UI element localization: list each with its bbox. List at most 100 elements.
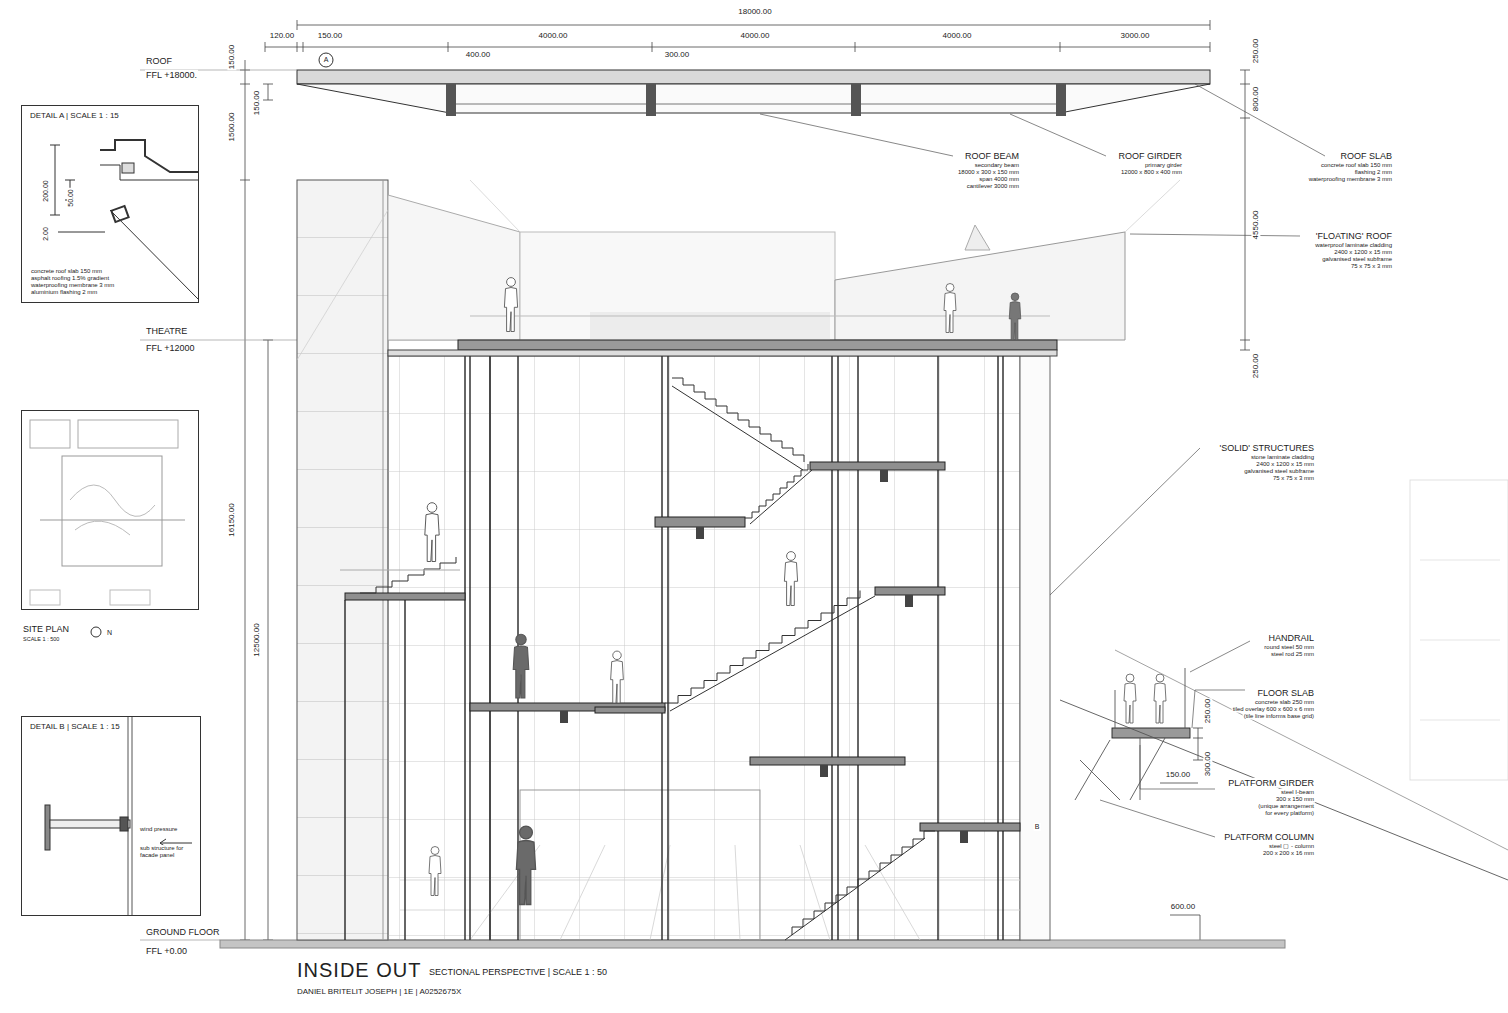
detail-drawings-part bbox=[128, 716, 132, 916]
callout-title: ROOF SLAB bbox=[1339, 151, 1393, 161]
building-section-part-part bbox=[344, 600, 346, 940]
callout-note: for every platform) bbox=[1264, 810, 1315, 817]
external-walkway-part bbox=[1420, 560, 1500, 720]
roof-structure-part bbox=[319, 53, 333, 67]
dimension-text: 18000.00 bbox=[737, 7, 772, 16]
detail-drawings-part bbox=[30, 420, 70, 448]
dimension-lines-part bbox=[240, 60, 250, 940]
people-figures-part bbox=[513, 634, 529, 698]
detail-note: waterproofing membrane 3 mm bbox=[30, 282, 115, 289]
people-figures-part bbox=[1124, 674, 1136, 723]
detail-frame: DETAIL A | SCALE 1 : 15200.0050.002.00co… bbox=[21, 105, 199, 303]
dimension-text: 4000.00 bbox=[740, 31, 771, 40]
callout-note: galvanised steel subframe bbox=[1321, 256, 1393, 263]
detail-note: sub structure for facade panel bbox=[139, 845, 197, 859]
detail-drawings-part bbox=[91, 627, 101, 637]
detail-drawings-part bbox=[45, 805, 50, 850]
leader-lines-part bbox=[1100, 800, 1215, 837]
building-section-part-part bbox=[672, 378, 804, 462]
building-section-part-part bbox=[837, 356, 839, 940]
detail-dimension: 2.00 bbox=[42, 226, 50, 242]
building-section-part-part bbox=[560, 845, 605, 940]
people-figures-part bbox=[429, 847, 441, 896]
building-section-part-part bbox=[661, 356, 663, 940]
detail-drawings-part bbox=[120, 817, 128, 831]
level-label: ROOF bbox=[145, 56, 173, 66]
level-label: FFL +18000. bbox=[145, 70, 198, 80]
north-mark: N bbox=[106, 629, 113, 637]
callout-note: flashing 2 mm bbox=[1354, 169, 1393, 176]
building-section-part-part bbox=[400, 910, 1020, 911]
author-credit: DANIEL BRITELIT JOSEPH | 1E | A0252675X bbox=[296, 987, 462, 996]
building-section-part-part bbox=[960, 831, 968, 843]
leader-lines-part bbox=[1050, 448, 1200, 595]
level-label: FFL +0.00 bbox=[145, 946, 188, 956]
external-walkway-part bbox=[1115, 668, 1185, 728]
detail-drawings-part bbox=[78, 420, 178, 448]
dimension-text: 16150.00 bbox=[227, 502, 236, 537]
detail-drawings-part bbox=[110, 590, 150, 605]
dimension-text: 250.00 bbox=[1251, 353, 1260, 379]
leader-lines-part bbox=[470, 180, 1180, 232]
dimension-lines-part bbox=[297, 20, 1210, 30]
level-label: THEATRE bbox=[145, 326, 188, 336]
callout-title: 'SOLID' STRUCTURES bbox=[1219, 443, 1315, 453]
callout-note: 2400 x 1200 x 15 mm bbox=[1255, 461, 1315, 468]
external-walkway-part bbox=[1060, 700, 1508, 880]
callout-note: secondary beam bbox=[974, 162, 1020, 169]
building-section-part-part bbox=[696, 527, 704, 539]
callout-note: (tile line informs base grid) bbox=[1243, 713, 1315, 720]
callout-title: FLOOR SLAB bbox=[1256, 688, 1315, 698]
dimension-text: 12500.00 bbox=[252, 622, 261, 657]
building-section-part bbox=[297, 180, 388, 940]
building-section-part-part bbox=[672, 386, 803, 470]
building-section-part-part bbox=[997, 356, 999, 940]
detail-note: asphalt roofing 1.5% gradient bbox=[30, 275, 110, 282]
dimension-text: 1500.00 bbox=[227, 112, 236, 143]
building-section-part-part bbox=[360, 557, 456, 593]
leader-lines-part bbox=[1140, 745, 1215, 789]
building-section-part bbox=[520, 232, 835, 340]
detail-note: wind pressure bbox=[139, 826, 178, 833]
callout-title: HANDRAIL bbox=[1267, 633, 1315, 643]
level-lines-part bbox=[140, 940, 220, 941]
leader-lines-part bbox=[1195, 84, 1325, 156]
callout-note: steel ▢ - column bbox=[1268, 843, 1315, 850]
detail-drawings-part bbox=[50, 145, 105, 232]
callout-title: PLATFORM GIRDER bbox=[1227, 778, 1315, 788]
callout-title: 'FLOATING' ROOF bbox=[1315, 231, 1393, 241]
building-section-part-part bbox=[920, 823, 1020, 831]
detail-heading: SITE PLAN bbox=[22, 624, 70, 634]
callout-note: waterproofing membrane 3 mm bbox=[1308, 176, 1393, 183]
building-section-part-part bbox=[489, 356, 491, 940]
leader-lines-part bbox=[1010, 114, 1106, 156]
callout-note: round steel 50 mm bbox=[1263, 644, 1315, 651]
detail-drawings bbox=[30, 140, 199, 916]
people-figures-part bbox=[784, 552, 797, 606]
callout-note: 300 x 150 mm bbox=[1275, 796, 1315, 803]
building-section-part-part bbox=[667, 356, 669, 940]
building-section-part bbox=[345, 462, 1020, 831]
dimension-text: 250.00 bbox=[1251, 38, 1260, 64]
building-section-part bbox=[470, 316, 1050, 317]
building-section-part-part bbox=[650, 845, 670, 940]
dimension-text: 4000.00 bbox=[942, 31, 973, 40]
building-section-part-part bbox=[810, 462, 945, 470]
callout-note: 12000 x 800 x 400 mm bbox=[1120, 169, 1183, 176]
detail-heading: DETAIL B | SCALE 1 : 15 bbox=[29, 722, 121, 731]
dimension-text: 4000.00 bbox=[538, 31, 569, 40]
detail-drawings-part bbox=[122, 163, 134, 173]
building-section-part bbox=[388, 350, 1057, 356]
people-figures-part bbox=[944, 284, 956, 333]
detail-drawings-part bbox=[100, 140, 199, 172]
people-figures-part bbox=[1154, 674, 1166, 723]
dimension-text: 400.00 bbox=[465, 50, 491, 59]
building-section-part bbox=[965, 225, 990, 250]
dimension-text: 600.00 bbox=[1170, 902, 1196, 911]
detail-drawings-part bbox=[40, 520, 185, 521]
level-label: GROUND FLOOR bbox=[145, 927, 221, 937]
callout-note: concrete slab 250 mm bbox=[1254, 699, 1315, 706]
detail-tag: B bbox=[1034, 823, 1041, 831]
callout-note: concrete roof slab 150 mm bbox=[1320, 162, 1393, 169]
